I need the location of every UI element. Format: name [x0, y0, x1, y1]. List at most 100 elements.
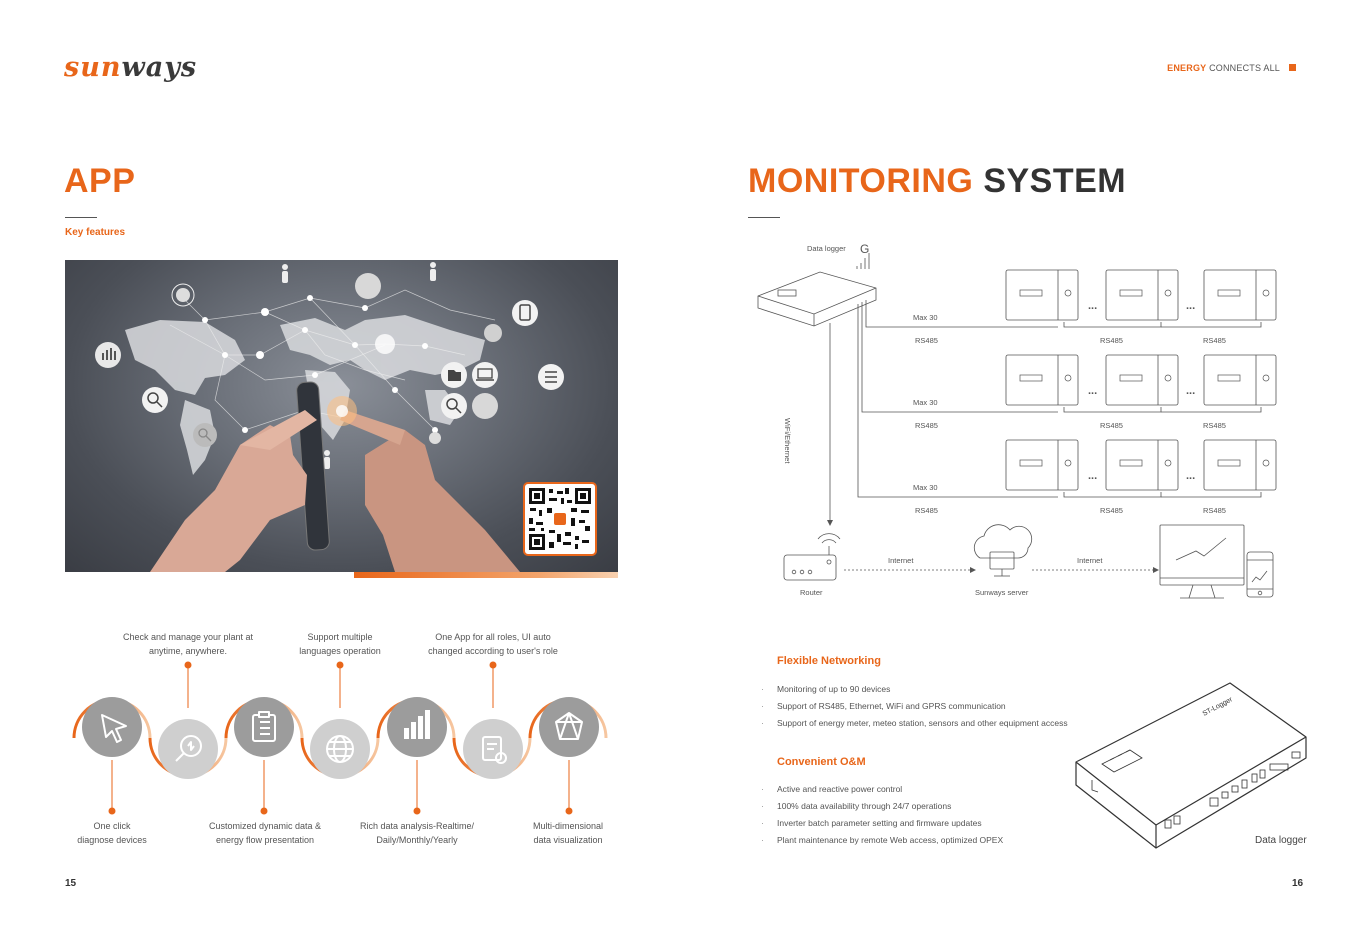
om-item: Plant maintenance by remote Web access, … [761, 835, 1003, 845]
server-label: Sunways server [975, 588, 1029, 597]
feature-customized-data-line1: Customized dynamic data & [208, 821, 322, 831]
bar-chart-icon [404, 710, 430, 739]
brand-logo: sunways [64, 52, 197, 83]
monitoring-diagram [757, 253, 1277, 599]
diagram-max-label-1: Max 30 [913, 313, 938, 322]
diagnose-icon [175, 735, 202, 762]
ellipsis: ... [1088, 300, 1098, 312]
feature-roles: One App for all roles, UI auto changed a… [418, 630, 568, 658]
rs485-label: RS485 [1100, 336, 1123, 345]
feature-languages: Support multiple languages operation [280, 630, 400, 658]
flexible-networking-heading: Flexible Networking [777, 655, 881, 667]
feature-circle-5 [387, 697, 447, 757]
internet-label-1: Internet [888, 556, 914, 565]
folder-bubble-icon [441, 362, 467, 388]
rs485-label: RS485 [915, 506, 938, 515]
bar-chart-bubble-icon [95, 342, 121, 368]
report-icon [482, 736, 507, 764]
tablet-bubble-icon [512, 300, 538, 326]
laptop-bubble-icon [472, 362, 498, 388]
tagline: ENERGY CONNECTS ALL [1167, 63, 1296, 73]
diagram-max-label-3: Max 30 [913, 483, 938, 492]
rs485-label: RS485 [1100, 421, 1123, 430]
cloud-server-icon [973, 524, 1033, 577]
page-title-monitoring: MONITORING SYSTEM [748, 162, 1126, 201]
rs485-label: RS485 [1203, 506, 1226, 515]
diagram-data-logger-label: Data logger [807, 244, 846, 253]
feature-roles-line1: One App for all roles, UI auto [435, 632, 551, 642]
internet-label-2: Internet [1077, 556, 1103, 565]
rs485-label: RS485 [1203, 421, 1226, 430]
page-title-app: APP [64, 162, 136, 200]
feature-diagnose-line2: diagnose devices [77, 835, 147, 845]
monitor-phone-icon [1159, 524, 1274, 599]
feature-circle-7 [539, 697, 599, 757]
zoom-out-bubble-icon [441, 393, 467, 419]
key-features-label: Key features [65, 227, 126, 238]
feature-rich-analysis: Rich data analysis-Realtime/ Daily/Month… [347, 819, 487, 847]
diagram-wifi-ethernet-label: WiFi/Ethernet [783, 418, 792, 464]
person-icons [282, 262, 436, 469]
feature-visualization-line2: data visualization [533, 835, 603, 845]
search-bubble-icon [193, 423, 217, 447]
feature-manage-plant: Check and manage your plant at anytime, … [113, 630, 263, 658]
app-hero-photo [65, 260, 618, 572]
ellipsis: ... [1186, 470, 1196, 482]
rs485-label: RS485 [915, 336, 938, 345]
feature-diagnose: One click diagnose devices [62, 819, 162, 847]
om-item: 100% data availability through 24/7 oper… [761, 801, 951, 811]
checklist-icon [252, 711, 276, 742]
gprs-g-icon: G [860, 242, 870, 256]
rs485-label: RS485 [915, 421, 938, 430]
feature-visualization: Multi-dimensional data visualization [508, 819, 628, 847]
menu-bubble-icon [538, 364, 564, 390]
ellipsis: ... [1088, 385, 1098, 397]
feature-circle-1 [82, 697, 142, 757]
feature-roles-line2: changed according to user's role [428, 646, 558, 656]
rs485-label: RS485 [1203, 336, 1226, 345]
diagram-max-label-2: Max 30 [913, 398, 938, 407]
ellipsis: ... [1186, 385, 1196, 397]
flexible-item: Monitoring of up to 90 devices [761, 684, 890, 694]
page-number-left: 15 [65, 878, 77, 889]
flexible-item: Support of energy meter, meteo station, … [761, 718, 1068, 728]
feature-rich-analysis-line2: Daily/Monthly/Yearly [376, 835, 458, 845]
data-logger-caption: Data logger [1255, 835, 1307, 846]
data-logger-drawing: ST-Logger [1075, 682, 1307, 849]
feature-manage-plant-line2: anytime, anywhere. [148, 646, 228, 656]
tagline-rest: CONNECTS ALL [1206, 63, 1280, 73]
ellipsis: ... [1186, 300, 1196, 312]
tagline-highlight: ENERGY [1167, 63, 1207, 73]
ellipsis: ... [1088, 470, 1098, 482]
router-label: Router [800, 588, 823, 597]
feature-rich-analysis-line1: Rich data analysis-Realtime/ [359, 821, 475, 831]
om-item: Inverter batch parameter setting and fir… [761, 818, 982, 828]
qr-code[interactable] [523, 482, 597, 556]
qr-code-pattern [529, 488, 591, 550]
feature-languages-line2: languages operation [299, 646, 381, 656]
title-rule [65, 217, 97, 218]
title-rule-right [748, 217, 780, 218]
feature-visualization-line1: Multi-dimensional [532, 821, 604, 831]
flexible-item: Support of RS485, Ethernet, WiFi and GPR… [761, 701, 1006, 711]
feature-customized-data-line2: energy flow presentation [215, 835, 315, 845]
world-network-illustration [95, 262, 564, 572]
feature-languages-line1: Support multiple [307, 632, 373, 642]
om-item: Active and reactive power control [761, 784, 902, 794]
brand-logo-part2: ways [121, 52, 198, 83]
feature-diagnose-line1: One click [93, 821, 131, 831]
feature-wave [72, 661, 608, 815]
globe-icon [326, 735, 354, 763]
network-icon [555, 712, 583, 740]
rs485-label: RS485 [1100, 506, 1123, 515]
feature-customized-data: Customized dynamic data & energy flow pr… [195, 819, 335, 847]
feature-circle-2 [158, 719, 218, 779]
page-number-right: 16 [1292, 878, 1304, 889]
zoom-in-bubble-icon [142, 387, 168, 413]
cursor-icon [101, 714, 127, 743]
photo-accent-bar [354, 572, 618, 578]
title-system-word: SYSTEM [973, 162, 1127, 200]
om-heading: Convenient O&M [777, 756, 866, 768]
title-monitoring-word: MONITORING [748, 162, 974, 200]
feature-manage-plant-line1: Check and manage your plant at [122, 632, 254, 642]
